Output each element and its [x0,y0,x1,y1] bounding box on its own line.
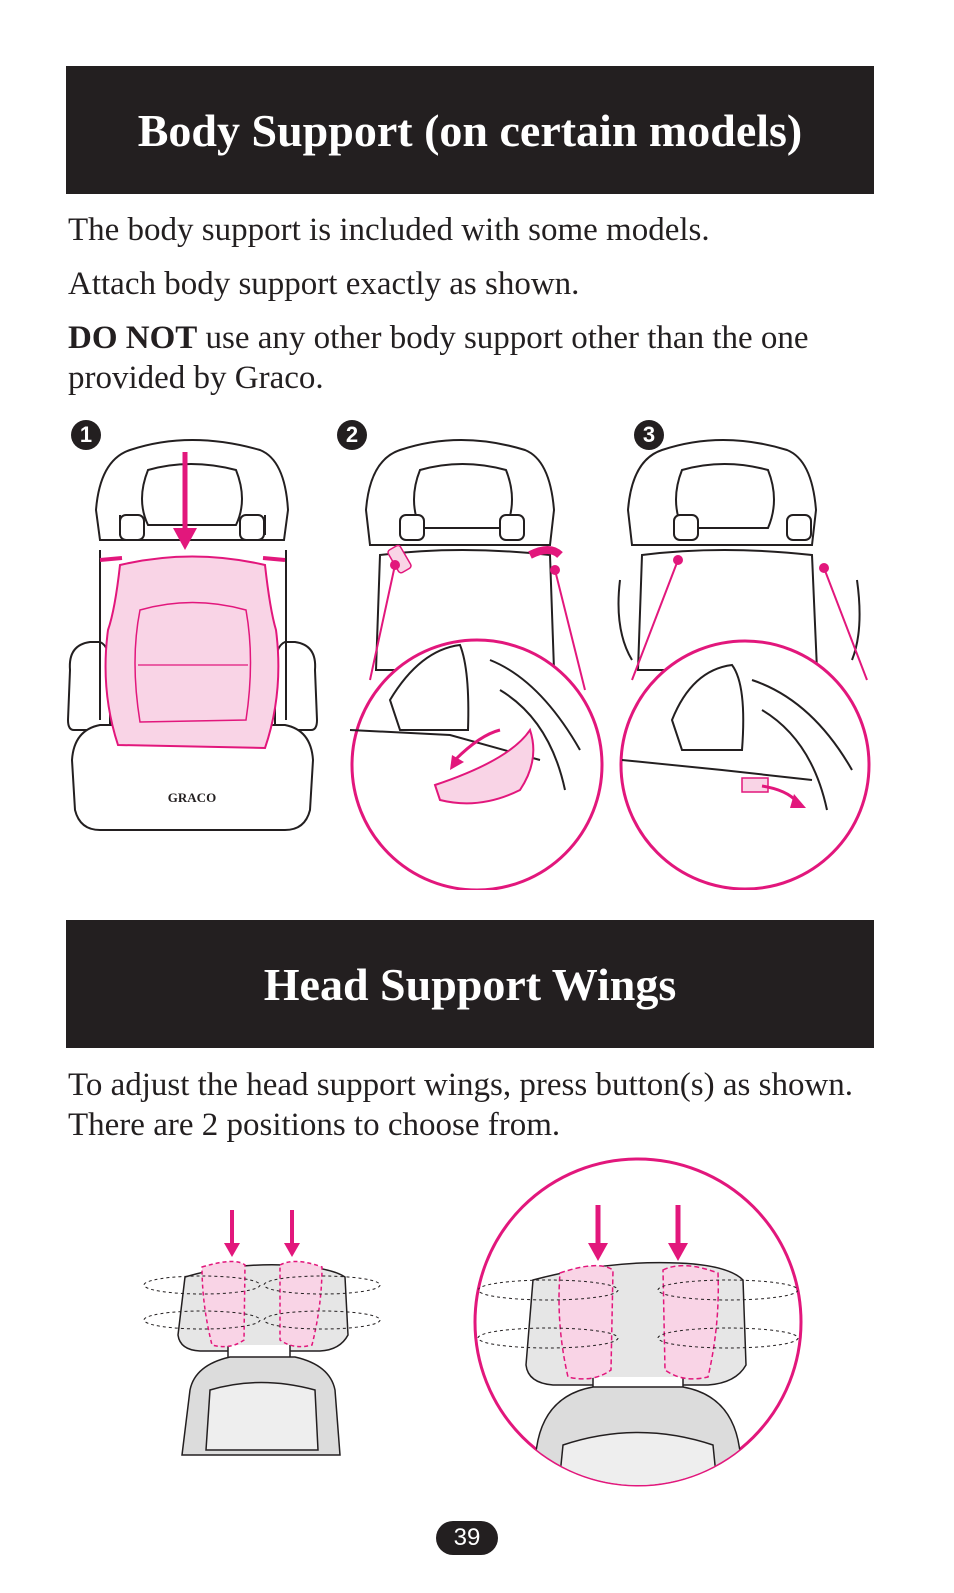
warning-text: DO NOT use any other body support other … [68,318,868,398]
section-title: Head Support Wings [263,958,677,1010]
head-wings-illustration [143,1210,381,1456]
head-support-instructions: To adjust the head support wings, press … [68,1067,854,1143]
warning-bold: DO NOT [68,320,198,356]
step-number-2: 2 [337,420,367,450]
head-wings-magnified-illustration [473,1157,803,1487]
brand-label: GRACO [168,790,216,805]
step-number-1: 1 [71,420,101,450]
step1-illustration: GRACO [66,439,319,831]
section-title: Body Support (on certain models) [137,104,803,156]
step2-illustration [349,439,604,890]
page-number: 39 [436,1521,498,1555]
warning-rest: use any other body support other than th… [68,320,809,396]
intro-text: The body support is included with some m… [68,212,710,248]
section-banner-body-support: Body Support (on certain models) [66,66,874,194]
attach-text: Attach body support exactly as shown. [68,266,580,302]
step-number-3: 3 [634,420,664,450]
step3-illustration [617,439,871,890]
section-banner-head-support: Head Support Wings [66,920,874,1048]
